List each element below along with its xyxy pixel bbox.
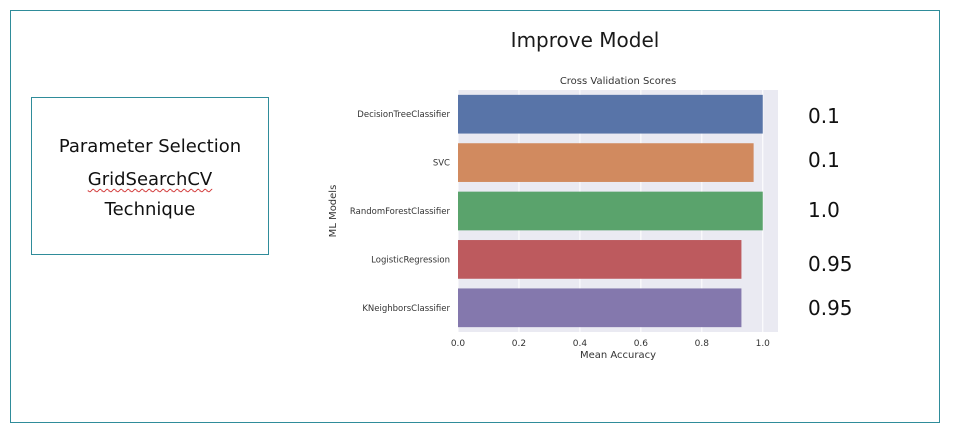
x-tick-label: 0.4 — [573, 339, 588, 349]
bar-DecisionTreeClassifier — [458, 94, 763, 134]
chart-title: Cross Validation Scores — [560, 76, 676, 87]
technique-line-3: Technique — [104, 199, 196, 220]
technique-box: Parameter Selection GridSearchCV Techniq… — [31, 97, 269, 255]
slide-title: Improve Model — [510, 28, 660, 52]
y-tick-label: RandomForestClassifier — [350, 207, 451, 217]
score-label-4: 0.95 — [808, 296, 853, 320]
bar-RandomForestClassifier — [458, 191, 763, 231]
technique-line-1: Parameter Selection — [58, 136, 242, 157]
x-tick-label: 0.0 — [451, 339, 466, 349]
x-axis-label: Mean Accuracy — [580, 350, 656, 361]
y-tick-label: LogisticRegression — [371, 255, 450, 265]
x-tick-label: 0.8 — [695, 339, 710, 349]
technique-line-2: GridSearchCV — [32, 169, 268, 190]
bar-SVC — [458, 143, 754, 182]
slide-frame — [10, 10, 940, 423]
y-tick-label: DecisionTreeClassifier — [357, 110, 450, 120]
x-tick-label: 1.0 — [756, 339, 771, 349]
technique-name: GridSearchCV — [87, 169, 213, 190]
bar-LogisticRegression — [458, 240, 742, 279]
y-tick-label: SVC — [433, 159, 450, 169]
cross-validation-chart: Cross Validation Scores 0.0 0.2 0.4 0.6 0.8 1.… — [328, 76, 778, 361]
score-label-2: 1.0 — [808, 198, 840, 222]
x-tick-label: 0.2 — [512, 339, 526, 349]
y-axis-label: ML Models — [328, 185, 339, 238]
score-label-1: 0.1 — [808, 148, 840, 172]
x-tick-label: 0.6 — [634, 339, 649, 349]
score-label-3: 0.95 — [808, 252, 853, 276]
score-label-0: 0.1 — [808, 104, 840, 128]
y-tick-label: KNeighborsClassifier — [362, 304, 450, 314]
bar-KNeighborsClassifier — [458, 288, 742, 328]
